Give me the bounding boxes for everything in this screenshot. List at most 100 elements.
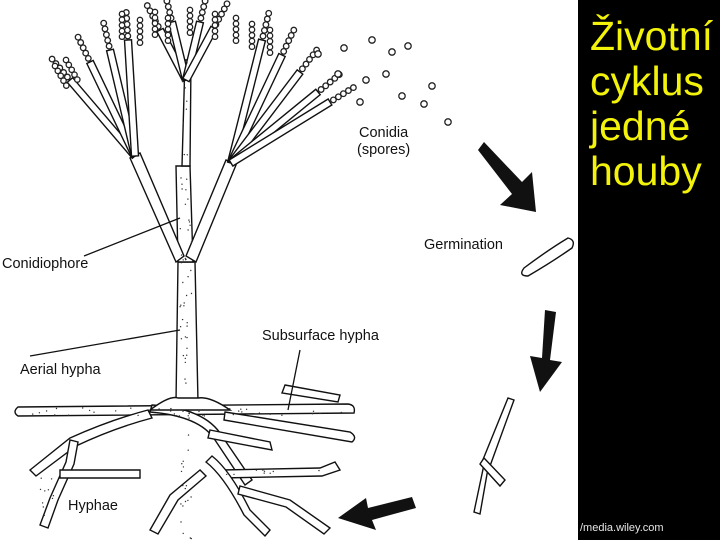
stipple-dot	[54, 414, 56, 416]
conidium	[136, 22, 144, 30]
conidium	[200, 3, 208, 11]
stipple-dot	[184, 259, 187, 261]
stipple-dot	[39, 488, 42, 491]
conidium	[118, 16, 126, 24]
conidium	[211, 16, 219, 24]
conidium	[280, 47, 288, 55]
stipple-dot	[185, 108, 188, 110]
stipple-dot	[262, 469, 264, 471]
stipple-dot	[185, 485, 188, 487]
conidium	[151, 19, 159, 27]
stipple-dot	[88, 409, 91, 412]
stipple-dot	[179, 306, 181, 308]
stipple-dot	[188, 219, 190, 221]
stipple-dot	[263, 472, 265, 474]
conidium	[339, 90, 347, 98]
conidium	[57, 72, 65, 80]
conidium	[329, 96, 337, 104]
stipple-dot	[185, 294, 188, 297]
stipple-dot	[115, 410, 117, 412]
stipple-dot	[41, 502, 44, 504]
stipple-dot	[180, 177, 182, 179]
title-line: Životní	[590, 13, 714, 59]
arrow-left-icon	[338, 497, 416, 530]
conidium	[302, 60, 310, 68]
conidium	[349, 84, 357, 92]
stipple-dot	[184, 87, 186, 89]
conidium	[317, 86, 325, 93]
stipple-dot	[241, 411, 243, 413]
branching-germ-tube	[473, 397, 515, 515]
conidiophore-branches	[66, 20, 333, 167]
stipple-dot	[187, 229, 189, 231]
stipple-dot	[44, 490, 46, 492]
stipple-dot	[170, 410, 172, 412]
conidium	[322, 82, 330, 90]
conidium	[118, 27, 126, 35]
stipple-dot	[182, 484, 184, 487]
conidium	[63, 73, 71, 81]
stipple-dot	[190, 241, 193, 243]
stipple-dot	[186, 325, 188, 327]
stipple-dot	[188, 221, 191, 223]
stipple-dot	[186, 336, 188, 339]
stipple-dot	[40, 477, 42, 479]
conidium	[74, 33, 82, 41]
stipple-dot	[180, 338, 183, 340]
conidium	[220, 5, 228, 13]
branch-segment	[123, 39, 140, 157]
conidium	[48, 55, 56, 63]
conidium	[118, 10, 126, 18]
conidium	[84, 54, 92, 62]
conidium	[211, 33, 219, 41]
stipple-dot	[263, 470, 266, 472]
conidium	[266, 49, 274, 57]
free-conidium	[356, 98, 364, 106]
stipple-dot	[186, 62, 188, 64]
aerial-hypha-label: Aerial hypha	[20, 362, 101, 378]
conidium	[186, 23, 194, 31]
conidium	[197, 14, 205, 22]
stipple-dot	[181, 188, 183, 190]
conidium	[164, 25, 172, 33]
stipple-dot	[185, 189, 187, 191]
conidium	[51, 62, 59, 70]
stipple-dot	[181, 80, 184, 82]
free-conidium	[362, 76, 370, 84]
stipple-dot	[187, 499, 189, 502]
image-credit: /media.wiley.com	[580, 522, 664, 534]
stipple-dot	[184, 500, 187, 503]
conidium	[164, 37, 172, 45]
conidium	[232, 31, 240, 39]
conidium	[151, 25, 159, 33]
conidium	[223, 0, 231, 8]
stipple-dot	[93, 411, 95, 413]
stipple-dot	[47, 489, 50, 491]
stipple-dot	[183, 305, 185, 307]
stipple-dot	[226, 473, 228, 476]
stipple-dot	[188, 412, 190, 415]
conidium	[218, 10, 225, 18]
stipple-dot	[183, 153, 185, 156]
conidium	[260, 26, 268, 34]
stipple-dot	[184, 257, 186, 260]
stipple-dot	[340, 411, 342, 414]
stipple-dot	[182, 281, 184, 284]
conidium	[105, 42, 113, 50]
stipple-dot	[190, 292, 193, 295]
stipple-dot	[182, 354, 185, 357]
conidiophore-leader	[83, 217, 181, 257]
stipple-dot	[233, 473, 235, 476]
stipple-dot	[255, 469, 258, 471]
conidium	[232, 25, 240, 33]
stipple-dot	[181, 318, 184, 321]
free-conidium	[382, 70, 390, 78]
stipple-dot	[180, 470, 183, 473]
stipple-dot	[45, 410, 48, 412]
branch-segment	[228, 98, 333, 167]
conidium	[136, 39, 144, 47]
stipple-dot	[238, 410, 240, 412]
stipple-dot	[186, 154, 188, 156]
slide-title: Životní cyklus jedné houby	[590, 14, 713, 194]
conidium	[54, 67, 62, 75]
